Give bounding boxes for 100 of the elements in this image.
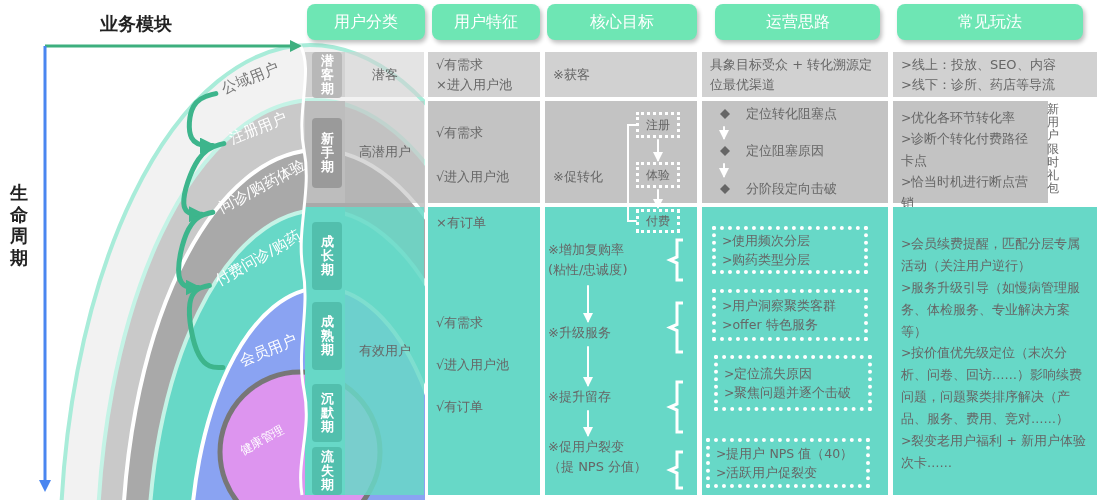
cell-text: >会员续费提醒，匹配分层专属活动（关注用户逆行） xyxy=(901,235,1082,275)
cell-text: √有需求 xyxy=(436,124,484,142)
goal-text: ※促用户裂变（提 NPS 分值） xyxy=(548,438,648,476)
table-cell xyxy=(428,52,540,97)
curved-arrow xyxy=(176,209,216,296)
stage-tag xyxy=(312,384,342,442)
table-cell xyxy=(345,101,424,203)
goal-text: ※升级服务 xyxy=(548,324,612,342)
step-box xyxy=(636,162,680,188)
table-cell xyxy=(702,207,888,495)
table-cell xyxy=(428,207,540,495)
cell-text: 潜客 xyxy=(371,65,398,84)
cell-text: >提用户 NPS 值（40） xyxy=(716,444,855,463)
header-text: 核心目标 xyxy=(590,11,654,33)
dotted-box xyxy=(712,289,868,341)
column-header xyxy=(432,4,540,40)
table-cell xyxy=(893,207,1097,495)
ring-label: 会员用户 xyxy=(236,330,300,370)
stage-text: 流失期 xyxy=(320,449,334,493)
cell-text: >使用频次分层 xyxy=(722,231,812,250)
cell-text: 具象目标受众 + 转化溯源定位最优渠道 xyxy=(710,56,874,94)
cell-text: >诊断个转化付费路径卡点 xyxy=(901,130,1030,170)
cell-text: 定位转化阻塞点 xyxy=(746,105,837,124)
cell-text: ×有订单 xyxy=(436,214,486,232)
table-cell xyxy=(428,101,540,203)
cell-text: >按价值优先级定位（末次分析、问卷、回访……）影响续费问题，问题聚类排序解决（产品、服务、费用、竞对……） xyxy=(901,344,1083,428)
stage-text: 沉默期 xyxy=(320,391,334,435)
cell-text: >offer 特色服务 xyxy=(722,316,819,334)
stage-text: 潜客期 xyxy=(320,53,334,97)
cell-text: 定位阻塞原因 xyxy=(746,142,824,161)
cell-text: >优化各环节转化率 xyxy=(901,109,1017,127)
table-cell xyxy=(345,52,424,97)
arrow xyxy=(583,346,593,387)
stage-tag xyxy=(312,302,342,370)
dotted-box xyxy=(714,355,872,411)
curved-arrow xyxy=(181,141,227,223)
cell-text: ※获客 xyxy=(553,65,591,84)
table-cell xyxy=(702,52,888,97)
header-text: 用户特征 xyxy=(454,11,518,33)
step-text: 体验 xyxy=(646,167,670,184)
dotted-box xyxy=(712,226,868,274)
cell-text: >购药类型分层 xyxy=(722,251,812,269)
table-cell xyxy=(545,101,697,203)
cell-text: 分阶段定向击破 xyxy=(746,180,837,199)
cell-text: ※促转化 xyxy=(553,168,603,186)
step-box xyxy=(636,209,680,233)
ring-label: 健康管理 xyxy=(237,422,287,458)
step-text: 付费 xyxy=(646,213,670,230)
stage-tag xyxy=(312,52,342,98)
header-text: 常见玩法 xyxy=(958,11,1022,33)
cell-text: √有需求 xyxy=(436,314,484,332)
stage-text: 新手期 xyxy=(320,131,334,175)
cell-text: >活跃用户促裂变 xyxy=(716,464,819,482)
cell-text: >用户洞察聚类客群 xyxy=(722,296,838,315)
dotted-box xyxy=(706,438,870,488)
table-cell xyxy=(545,52,697,97)
cell-text: ×进入用户池 xyxy=(436,75,513,94)
stage-tag xyxy=(312,447,342,495)
header-text: 用户分类 xyxy=(334,11,398,33)
cell-text: >线下：诊所、药店等导流 xyxy=(901,75,1056,94)
cell-text: √进入用户池 xyxy=(436,356,510,374)
ring-label: 付费问诊/购药 xyxy=(212,226,304,290)
cell-text: >裂变老用户福利 + 新用户体验次卡…… xyxy=(901,431,1087,472)
cell-text: √进入用户池 xyxy=(436,168,510,186)
header-text: 运营思路 xyxy=(765,11,830,33)
table-cell xyxy=(545,207,697,495)
axis-label: 生命周期 xyxy=(10,182,28,269)
cell-text: >线上：投放、SEO、内容 xyxy=(901,56,1057,74)
cell-text: >定位流失原因 xyxy=(724,364,814,383)
goal-text: ※提升留存 xyxy=(548,388,612,406)
stage-tag xyxy=(312,118,342,188)
stage-text: 成长期 xyxy=(320,234,334,278)
cell-text: 有效用户 xyxy=(358,342,411,361)
table-cell xyxy=(893,52,1097,97)
axis-label: 业务模块 xyxy=(100,12,172,36)
step-text: 注册 xyxy=(646,117,670,134)
ring-label: 公域用户 xyxy=(218,58,282,98)
arrow xyxy=(719,163,729,178)
column-header xyxy=(897,4,1083,40)
cell-text: >服务升级引导（如慢病管理服务、体检服务、专业解决方案等） xyxy=(901,278,1082,341)
arrow xyxy=(719,126,729,140)
arrow xyxy=(583,285,593,323)
stage-tag xyxy=(312,222,342,290)
step-text: 新用户限时礼包 xyxy=(1047,103,1059,196)
cell-text: >聚焦问题并逐个击破 xyxy=(724,384,853,402)
goal-text: ※增加复购率(粘性/忠诚度) xyxy=(548,241,629,279)
arrow xyxy=(583,410,593,437)
cell-text: 高潜用户 xyxy=(358,143,411,162)
step-box xyxy=(636,112,680,138)
table-cell xyxy=(345,207,424,495)
arrow xyxy=(653,189,663,209)
bracket-line xyxy=(627,124,637,222)
stage-text: 成熟期 xyxy=(320,314,334,358)
column-header xyxy=(547,4,697,40)
cell-text: √有需求 xyxy=(436,56,485,74)
arrow xyxy=(653,139,663,162)
cell-text: √有订单 xyxy=(436,398,484,416)
column-header xyxy=(307,4,425,40)
table-cell xyxy=(702,101,888,203)
column-header xyxy=(715,4,880,40)
